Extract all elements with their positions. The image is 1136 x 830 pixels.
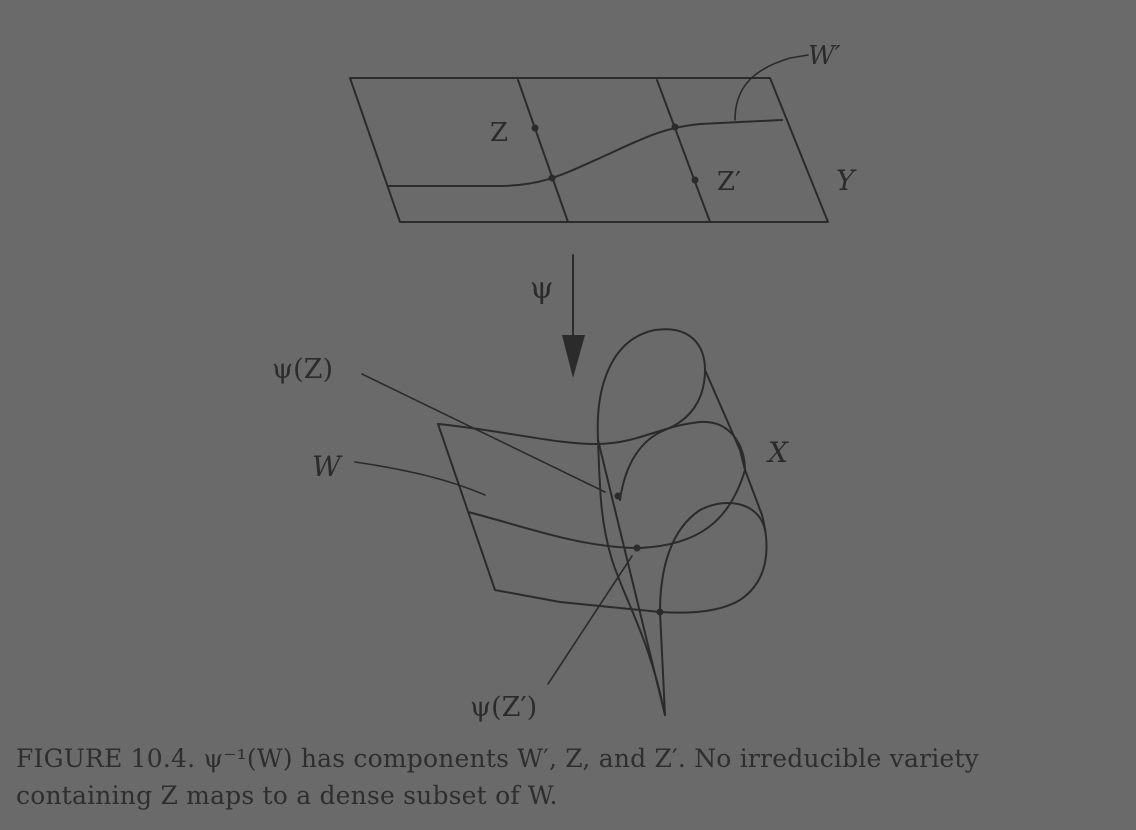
- psi-z-leader: [361, 373, 606, 493]
- psi-z-point: [614, 492, 622, 500]
- x-lobe-top: [596, 328, 706, 501]
- psi-label: ψ: [530, 271, 554, 306]
- y-vertical-line-1: [517, 79, 569, 223]
- y-vertical-line-2: [656, 79, 711, 223]
- w-prime-label: W′: [808, 41, 841, 71]
- psi-z-prime-point: [633, 544, 641, 552]
- psi-arrow: [562, 254, 585, 378]
- intersection-point-1: [548, 174, 556, 182]
- x-label: X: [766, 436, 789, 469]
- x-right-edge: [704, 369, 746, 471]
- cusp-point: [656, 608, 664, 616]
- figure-caption: FIGURE 10.4. ψ⁻¹(W) has components W′, Z…: [16, 740, 1121, 814]
- arrow-head: [562, 335, 585, 378]
- psi-z-prime-leader: [547, 555, 633, 685]
- x-cusp-line: [597, 439, 666, 716]
- psi-z-label: ψ(Z): [272, 354, 333, 385]
- intersection-point-2: [671, 123, 679, 131]
- x-inner-edge: [659, 611, 666, 716]
- y-label: Y: [836, 164, 857, 197]
- z-label: Z: [490, 118, 508, 148]
- w-label: W: [312, 450, 343, 483]
- w-leader: [354, 461, 486, 496]
- surface-y: [349, 54, 829, 223]
- y-outline: [349, 77, 829, 223]
- caption-text: ψ⁻¹(W) has components W′, Z, and Z′. No …: [16, 744, 979, 810]
- x-inner-loop: [659, 501, 766, 613]
- z-point: [531, 124, 539, 132]
- z-prime-point: [691, 176, 699, 184]
- figure-number: FIGURE 10.4.: [16, 744, 196, 773]
- x-left-curve: [597, 439, 666, 716]
- w-prime-leader: [734, 54, 809, 121]
- z-prime-label: Z′: [717, 167, 741, 197]
- surface-x: [437, 328, 768, 716]
- psi-z-prime-label: ψ(Z′): [470, 692, 537, 723]
